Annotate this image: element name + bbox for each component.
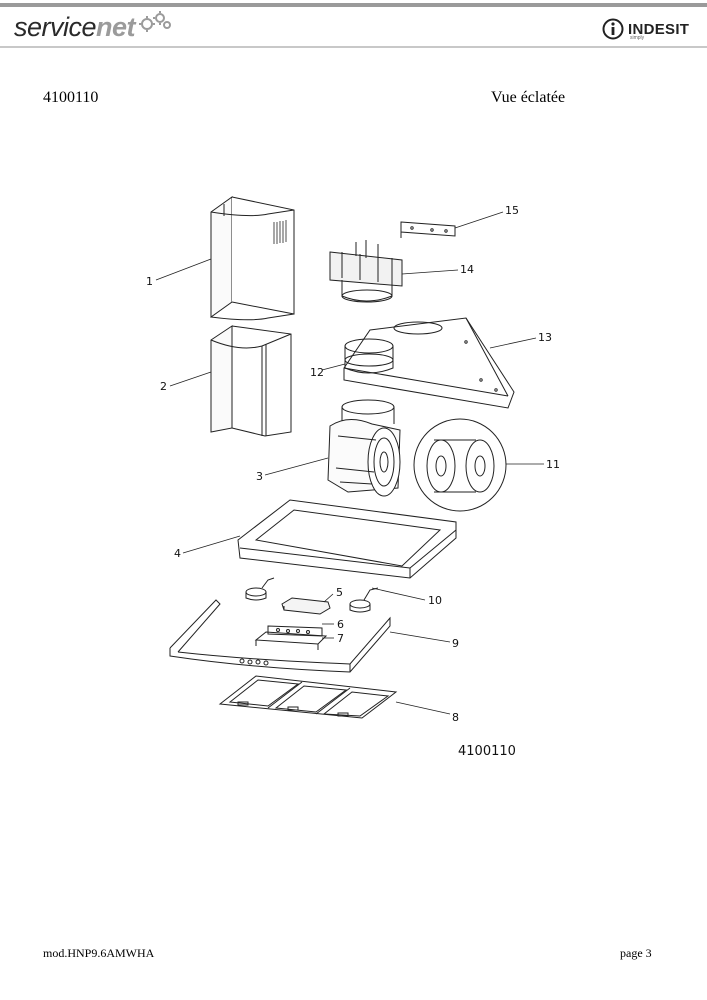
header-stripe-top <box>0 3 707 7</box>
footer-model: mod.HNP9.6AMWHA <box>43 946 155 960</box>
callout-5: 5 <box>336 586 343 599</box>
part-front-panel <box>169 599 391 673</box>
document-number: 4100110 <box>43 89 99 106</box>
callout-2: 2 <box>160 380 167 393</box>
part-upper-chimney <box>210 196 295 321</box>
part-top-plate <box>343 317 515 409</box>
part-blower <box>327 399 401 497</box>
callout-leaders <box>155 211 544 715</box>
part-motor-assembly <box>329 240 403 303</box>
footer-page-number: page 3 <box>620 946 652 960</box>
callout-13: 13 <box>538 331 552 344</box>
part-lamp-right <box>349 587 379 613</box>
callout-14: 14 <box>460 263 474 276</box>
header-stripe-bottom <box>0 46 707 48</box>
callout-4: 4 <box>174 547 181 560</box>
callout-6: 6 <box>337 618 344 631</box>
servicenet-logo: servicenet <box>14 12 136 42</box>
callout-8: 8 <box>452 711 459 724</box>
callout-10: 10 <box>428 594 442 607</box>
callout-15: 15 <box>505 204 519 217</box>
part-transformer <box>281 597 331 615</box>
part-carbon-filters <box>413 418 507 512</box>
callout-3: 3 <box>256 470 263 483</box>
callout-9: 9 <box>452 637 459 650</box>
part-lower-chimney <box>210 325 292 437</box>
drawing-code: 4100110 <box>458 744 516 759</box>
part-frame <box>237 499 457 579</box>
exploded-view-diagram: 1 2 3 4 5 6 7 8 9 10 11 12 13 14 15 4100… <box>146 196 560 759</box>
part-lamp-left <box>245 577 275 601</box>
part-control-bracket <box>400 221 456 238</box>
part-board-bracket <box>254 631 328 650</box>
part-grease-filters <box>218 675 398 719</box>
header-bar: servicenet INDESIT simply <box>0 0 707 48</box>
indesit-logo: INDESIT simply <box>602 18 689 41</box>
callout-1: 1 <box>146 275 153 288</box>
callout-7: 7 <box>337 632 344 645</box>
part-air-collar <box>344 338 394 374</box>
document-title: Vue éclatée <box>491 89 566 106</box>
callout-11: 11 <box>546 458 560 471</box>
part-control-board <box>267 625 323 637</box>
indesit-emblem-icon <box>602 18 624 40</box>
callout-12: 12 <box>310 366 324 379</box>
gears-icon <box>139 11 171 32</box>
